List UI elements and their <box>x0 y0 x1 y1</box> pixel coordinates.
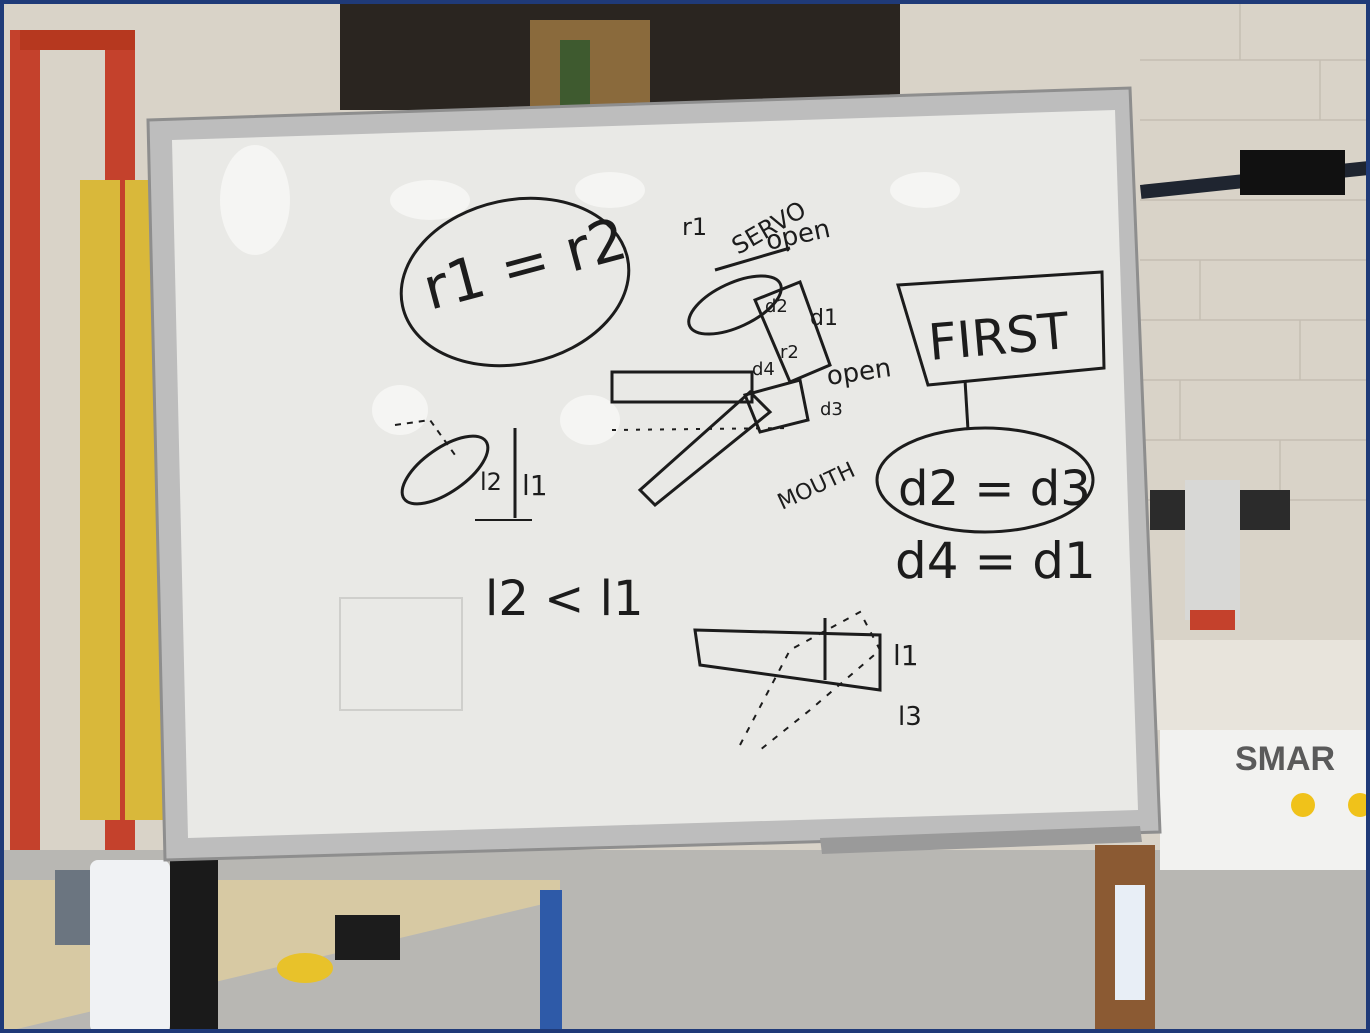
label-d2: d2 <box>765 296 788 317</box>
label-l2-a: l2 <box>480 468 502 496</box>
label-r1: r1 <box>682 213 707 241</box>
sanitizer-bottle <box>90 860 170 1033</box>
r-equation-circle <box>399 196 631 368</box>
first-connector <box>963 379 970 431</box>
label-l1-a: l1 <box>522 469 548 502</box>
erased-box <box>339 597 463 711</box>
equation-d4-d1: d4 = d1 <box>895 532 1096 590</box>
label-l1-b: l1 <box>893 639 919 672</box>
tape-measure <box>277 953 333 983</box>
workbench <box>0 860 562 1033</box>
label-d3: d3 <box>820 399 843 420</box>
cnc-machine: SMAR <box>1150 480 1370 870</box>
ladder <box>10 30 165 850</box>
speaker <box>1240 150 1345 195</box>
label-l3-b: l3 <box>898 702 922 732</box>
cleaner-bottle <box>1115 885 1145 1000</box>
marker-tray <box>820 826 1142 854</box>
equation-l2-l1: l2 < l1 <box>485 571 643 627</box>
whiteboard-surface <box>172 110 1138 838</box>
green-board <box>560 40 590 110</box>
glare <box>220 145 960 445</box>
machine-brand-text: SMAR <box>1235 740 1335 778</box>
first-box <box>896 270 1106 387</box>
servo-sketch <box>610 246 832 508</box>
stand-leg-left <box>170 860 218 1033</box>
label-d4: d4 <box>752 359 775 380</box>
label-r2: r2 <box>780 342 799 363</box>
label-first: FIRST <box>926 302 1072 372</box>
d-equation-circle <box>875 426 1095 534</box>
equation-d2-d3: d2 = d3 <box>898 461 1091 517</box>
drill-battery <box>335 915 400 960</box>
lever-sketch <box>394 418 532 521</box>
label-d1: d1 <box>810 306 838 331</box>
bar-sketch <box>693 610 882 751</box>
